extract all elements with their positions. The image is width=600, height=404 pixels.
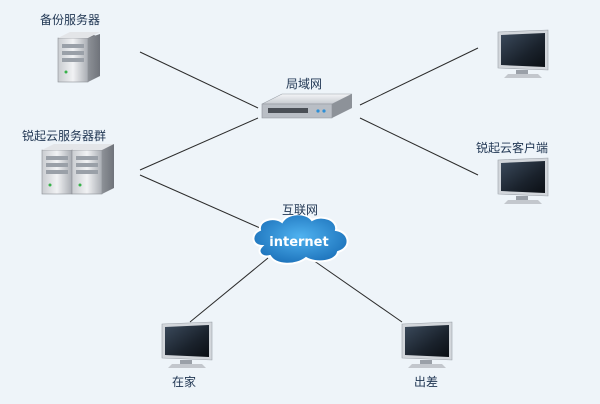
- server-cluster-label: 锐起云服务器群: [22, 129, 107, 143]
- line-backup-to-lan: [139, 51, 259, 109]
- line-cluster-to-lan: [139, 117, 259, 171]
- internet-cloud-icon: internet: [252, 213, 349, 265]
- business-trip-monitor-icon: [401, 321, 453, 368]
- cloud-client-label: 锐起云客户端: [476, 141, 549, 155]
- line-cluster-to-internet: [139, 174, 261, 229]
- monitor-top-icon: [497, 29, 549, 78]
- business-trip-label: 出差: [414, 375, 439, 389]
- cloud-client-monitor-icon: [497, 157, 549, 204]
- internet-cloud-text: internet: [269, 235, 328, 250]
- backup-server-label: 备份服务器: [40, 13, 101, 27]
- backup-server-icon: [57, 32, 100, 83]
- line-lan-to-client: [359, 117, 479, 176]
- internet-label: 互联网: [282, 203, 319, 217]
- home-monitor-icon: [161, 321, 213, 368]
- lan-label: 局域网: [286, 77, 323, 91]
- connection-lines: [139, 47, 479, 323]
- lan-switch-icon: [261, 93, 353, 119]
- line-internet-to-home: [189, 257, 269, 323]
- line-lan-to-monitor: [359, 47, 479, 106]
- line-internet-to-trip: [309, 257, 403, 323]
- server-cluster-icon: [41, 144, 114, 195]
- home-label: 在家: [172, 375, 197, 389]
